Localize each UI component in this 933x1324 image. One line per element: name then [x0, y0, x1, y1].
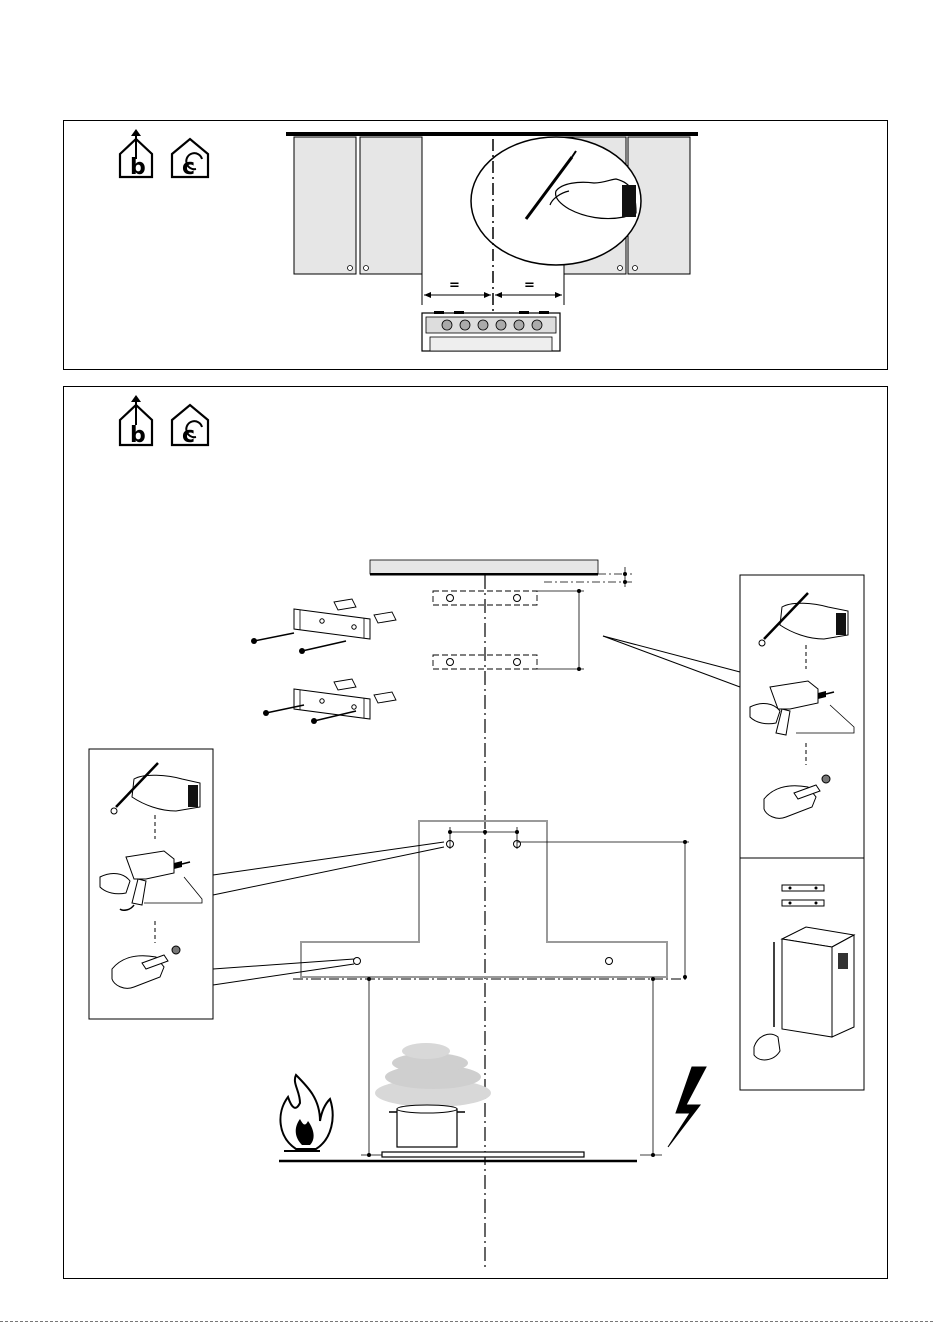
bracket-spacing-dimension: [537, 589, 584, 671]
top-instruction-panel: b c: [63, 120, 888, 370]
marking-hand-magnifier: [471, 137, 641, 265]
ducted-mode-icon: b: [120, 129, 152, 180]
template-holes: [354, 841, 613, 965]
ceiling-line: [286, 132, 698, 136]
equal-distance-label-left: =: [449, 279, 460, 292]
chimney-fitting-box: [740, 858, 864, 1090]
bracket-kit-lower: [263, 679, 396, 724]
ducted-mode-letter: b: [130, 155, 146, 180]
page-bottom-rule: [0, 1321, 933, 1322]
cabinet-centerline-diagram: b c: [64, 121, 889, 371]
hood-template-outline: [301, 821, 667, 977]
recirculation-mode-icon: c: [172, 139, 208, 180]
ducted-mode-icon: b: [120, 395, 152, 448]
left-callout-box: [89, 749, 213, 1019]
recirculation-mode-icon: c: [172, 405, 208, 448]
cooker-front: [422, 311, 560, 351]
ducted-mode-letter: b: [130, 423, 146, 448]
right-callout-box: [740, 575, 864, 858]
hob-surface: [279, 1152, 637, 1161]
right-callout-leaders: [603, 636, 740, 687]
left-callout-leaders: [213, 842, 444, 985]
bottom-instruction-panel: b c: [63, 386, 888, 1279]
electrical-hazard-icon: [668, 1067, 706, 1147]
bracket-kit-upper: [251, 599, 396, 654]
ceiling-strip: [370, 560, 598, 576]
template-hole-dimensions: [293, 827, 689, 979]
flame-icon: [280, 1075, 332, 1151]
steaming-pot-icon: [375, 1043, 491, 1147]
wall-cabinets-left: [294, 137, 422, 274]
hood-mounting-diagram: b c: [64, 387, 889, 1280]
equal-distance-label-right: =: [524, 279, 535, 292]
